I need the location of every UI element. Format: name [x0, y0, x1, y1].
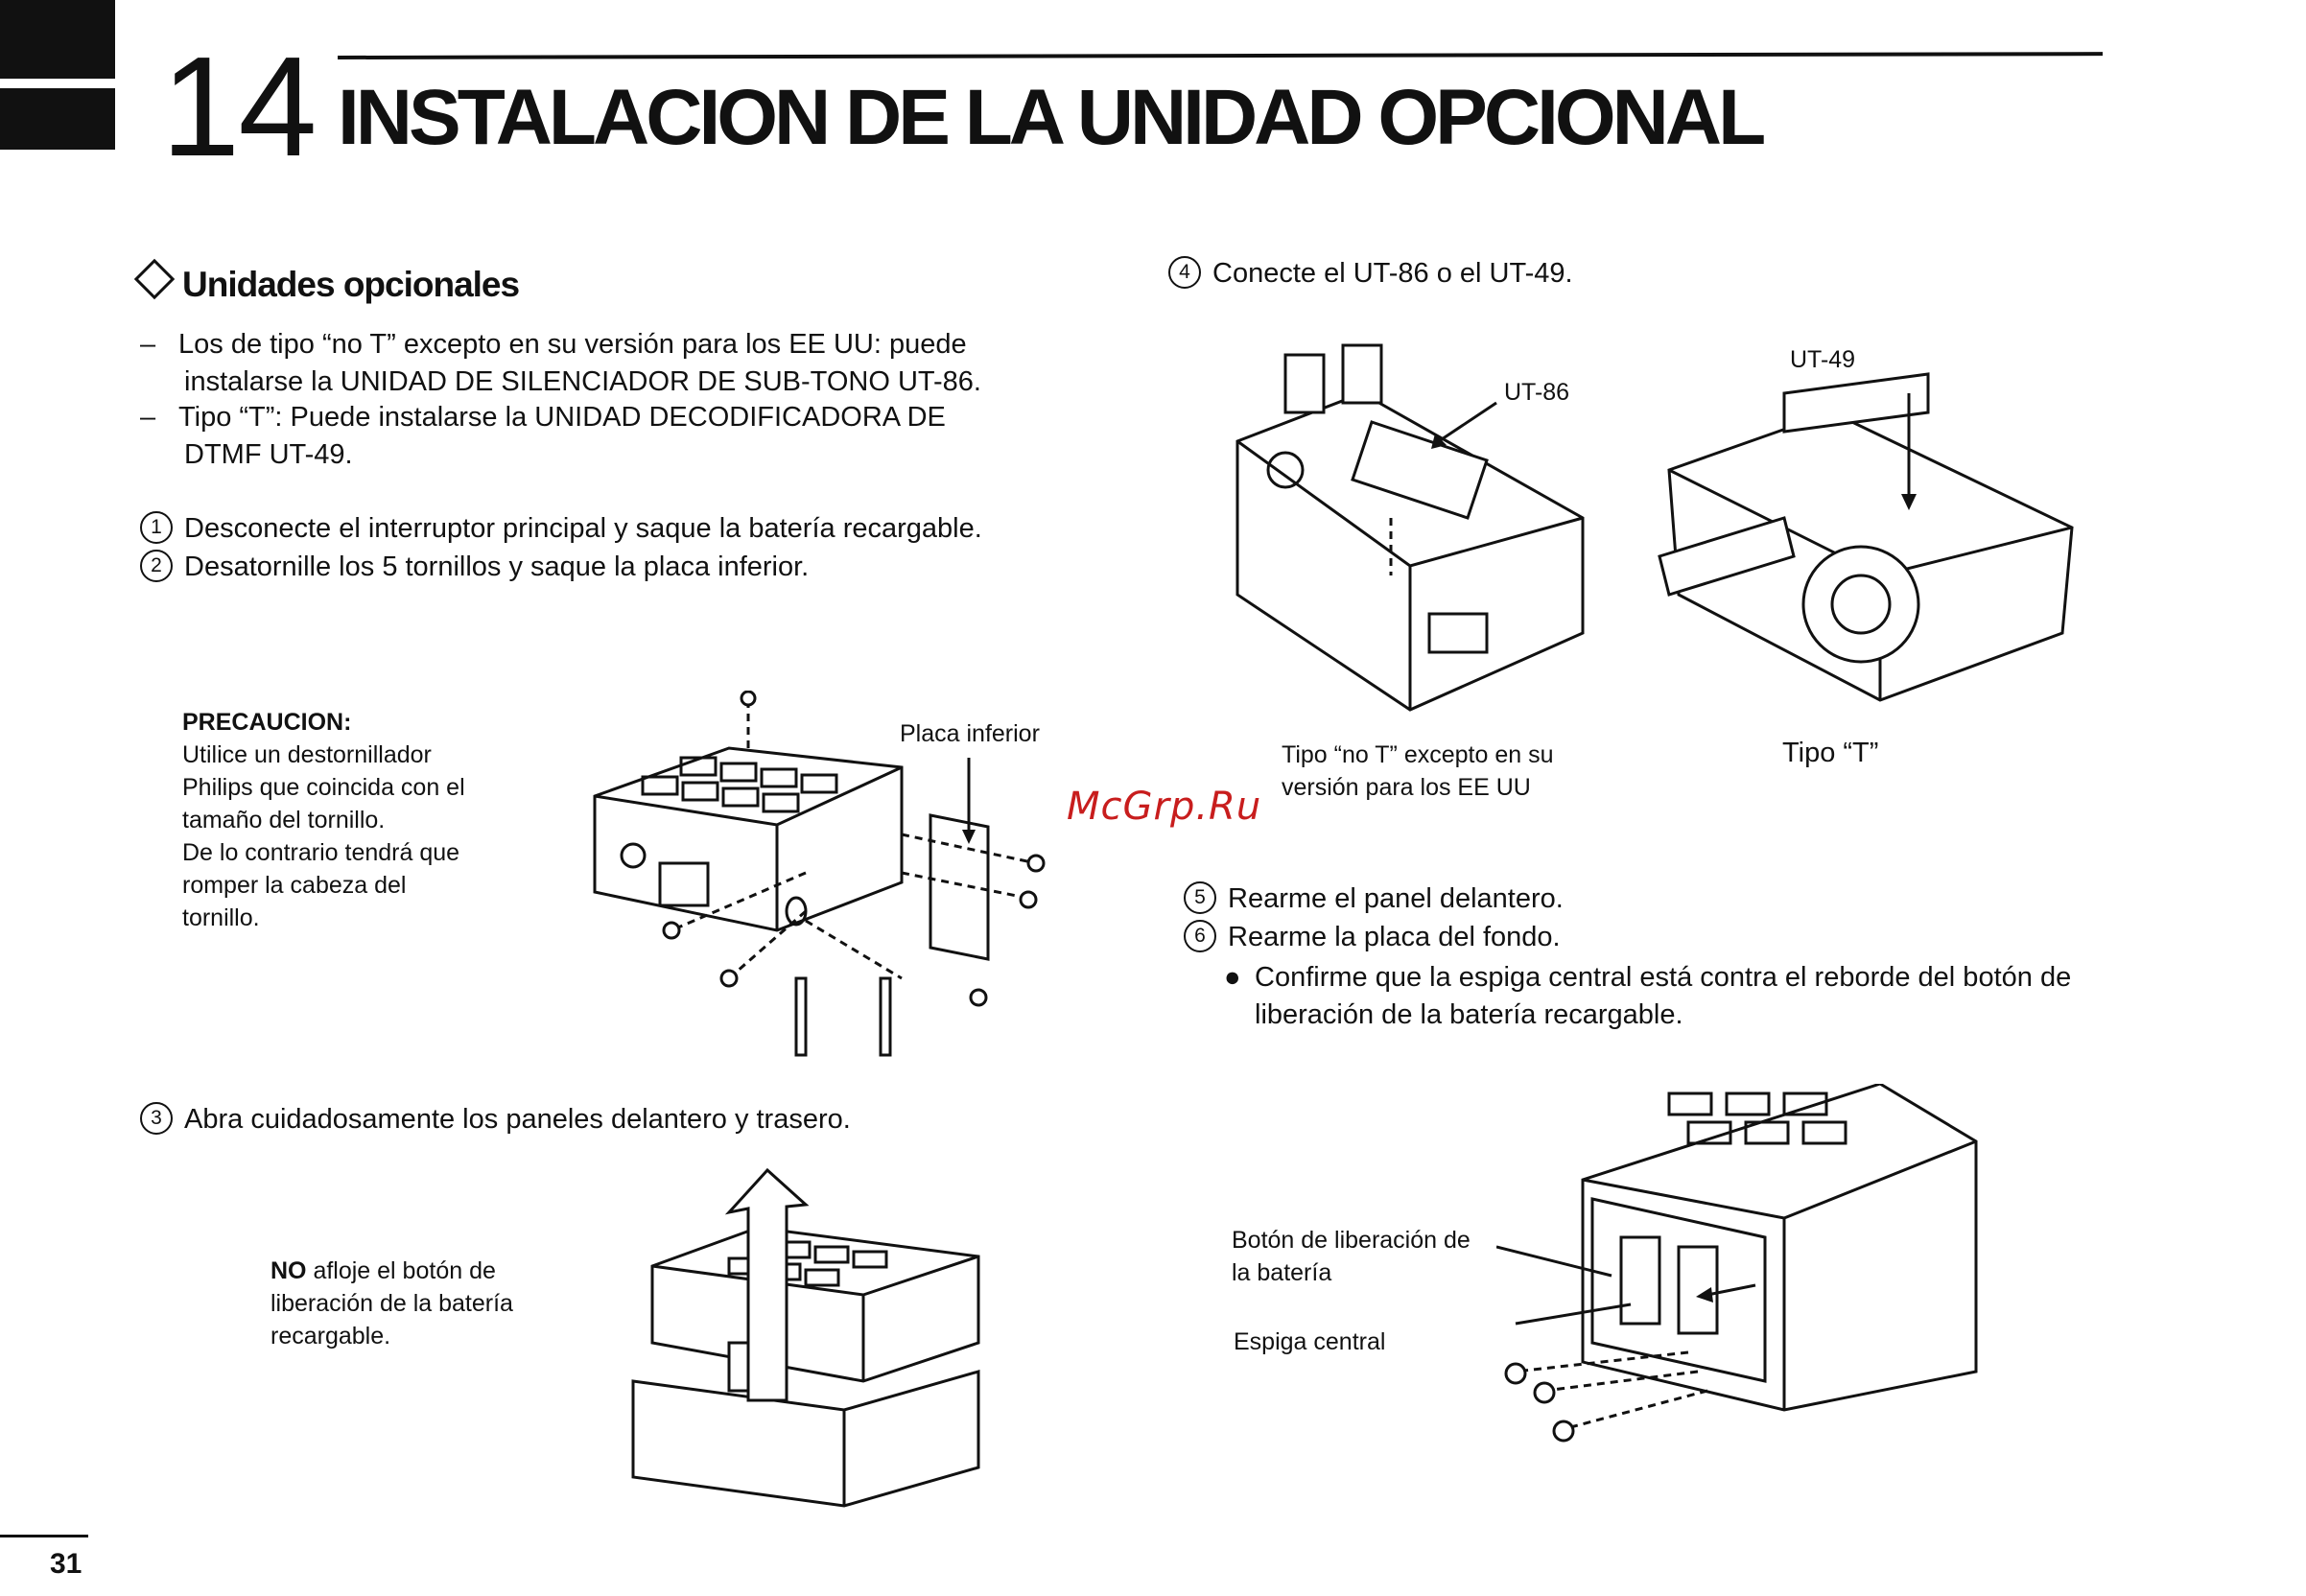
- chapter-title: INSTALACION DE LA UNIDAD OPCIONAL: [338, 74, 1766, 161]
- step-6-bullet-line2: liberación de la batería recargable.: [1255, 999, 1683, 1030]
- tipo-t-caption: Tipo “T”: [1782, 738, 1879, 768]
- boton-line1: Botón de liberación de: [1232, 1227, 1471, 1254]
- step-5-text: Rearme el panel delantero.: [1228, 883, 1564, 914]
- bullet-1: –Los de tipo “no T” excepto en su versió…: [140, 326, 981, 401]
- figure-bottom-plate-removal: [593, 691, 1046, 1057]
- caution-line: Philips que coincida con el: [182, 774, 465, 801]
- caution-block: PRECAUCION: Utilice un destornillador Ph…: [182, 706, 465, 934]
- espiga-label: Espiga central: [1234, 1328, 1386, 1355]
- step-5: 5 Rearme el panel delantero.: [1184, 880, 1564, 918]
- caution-line: Utilice un destornillador: [182, 741, 432, 768]
- tipo-no-t-line1: Tipo “no T” excepto en su: [1282, 741, 1554, 768]
- section-title: Unidades opcionales: [182, 265, 520, 304]
- step-4-text: Conecte el UT-86 o el UT-49.: [1212, 258, 1573, 289]
- figure-opening-panels: [631, 1167, 980, 1508]
- figure-ut49-install: [1658, 372, 2074, 702]
- chapter-number: 14: [161, 28, 318, 186]
- boton-label: Botón de liberación de la batería: [1232, 1224, 1471, 1289]
- step-6-text: Rearme la placa del fondo.: [1228, 922, 1561, 952]
- page-rule: [0, 1535, 88, 1537]
- no-note-line1: afloje el botón de: [306, 1257, 496, 1284]
- no-note: NO afloje el botón de liberación de la b…: [271, 1255, 513, 1352]
- step-5-number: 5: [1184, 881, 1216, 915]
- step-1-text: Desconecte el interruptor principal y sa…: [184, 513, 982, 544]
- tipo-no-t-caption: Tipo “no T” excepto en su versión para l…: [1282, 739, 1553, 804]
- bullet-2-line1: Tipo “T”: Puede instalarse la UNIDAD DEC…: [178, 402, 946, 433]
- step-3: 3 Abra cuidadosamente los paneles delante…: [140, 1101, 851, 1138]
- step-6: 6 Rearme la placa del fondo.: [1184, 919, 1561, 956]
- figure-ut86-install: [1235, 343, 1585, 712]
- bullet-1-line1: Los de tipo “no T” excepto en su versión…: [178, 329, 967, 360]
- step-3-number: 3: [140, 1102, 173, 1136]
- caution-line: romper la cabeza del: [182, 872, 407, 899]
- step-6-number: 6: [1184, 920, 1216, 953]
- boton-line2: la batería: [1232, 1259, 1332, 1286]
- chapter-tab-top: [0, 0, 115, 79]
- step-2: 2 Desatornille los 5 tornillos y saque la…: [140, 549, 809, 586]
- bullet-2-line2: DTMF UT-49.: [184, 439, 353, 470]
- page-number: 31: [50, 1548, 82, 1580]
- caution-line: De lo contrario tendrá que: [182, 839, 460, 866]
- watermark: McGrp.Ru: [1067, 785, 1262, 829]
- no-note-bold: NO: [271, 1257, 307, 1284]
- step-2-text: Desatornille los 5 tornillos y saque la …: [184, 552, 810, 582]
- bullet-2: –Tipo “T”: Puede instalarse la UNIDAD DE…: [140, 399, 946, 474]
- bullet-1-line2: instalarse la UNIDAD DE SILENCIADOR DE S…: [184, 366, 981, 397]
- diamond-icon: [133, 258, 176, 300]
- step-1: 1 Desconecte el interruptor principal y s…: [140, 510, 982, 548]
- ut86-label: UT-86: [1504, 379, 1570, 406]
- no-note-line3: recargable.: [271, 1323, 391, 1350]
- caution-line: tornillo.: [182, 904, 260, 931]
- step-1-number: 1: [140, 511, 173, 545]
- title-rule: [337, 52, 2104, 59]
- step-4: 4 Conecte el UT-86 o el UT-49.: [1168, 255, 1573, 293]
- step-4-number: 4: [1168, 256, 1201, 290]
- caution-title: PRECAUCION:: [182, 709, 352, 736]
- ut49-label: UT-49: [1790, 346, 1856, 373]
- step-3-text: Abra cuidadosamente los paneles delanter…: [184, 1104, 851, 1135]
- bullet-dot-icon: ●: [1224, 962, 1241, 993]
- step-6-bullet: ● Confirme que la espiga central está con…: [1224, 959, 2071, 1034]
- step-2-number: 2: [140, 550, 173, 583]
- step-6-bullet-line1: Confirme que la espiga central está cont…: [1255, 962, 2072, 993]
- caution-line: tamaño del tornillo.: [182, 807, 386, 833]
- no-note-line2: liberación de la batería: [271, 1290, 513, 1317]
- chapter-tab-bottom: [0, 88, 115, 150]
- tipo-no-t-line2: versión para los EE UU: [1282, 774, 1531, 801]
- section-heading: Unidades opcionales: [133, 258, 520, 305]
- placa-inferior-label: Placa inferior: [900, 720, 1040, 747]
- figure-battery-release: [1496, 1084, 1978, 1443]
